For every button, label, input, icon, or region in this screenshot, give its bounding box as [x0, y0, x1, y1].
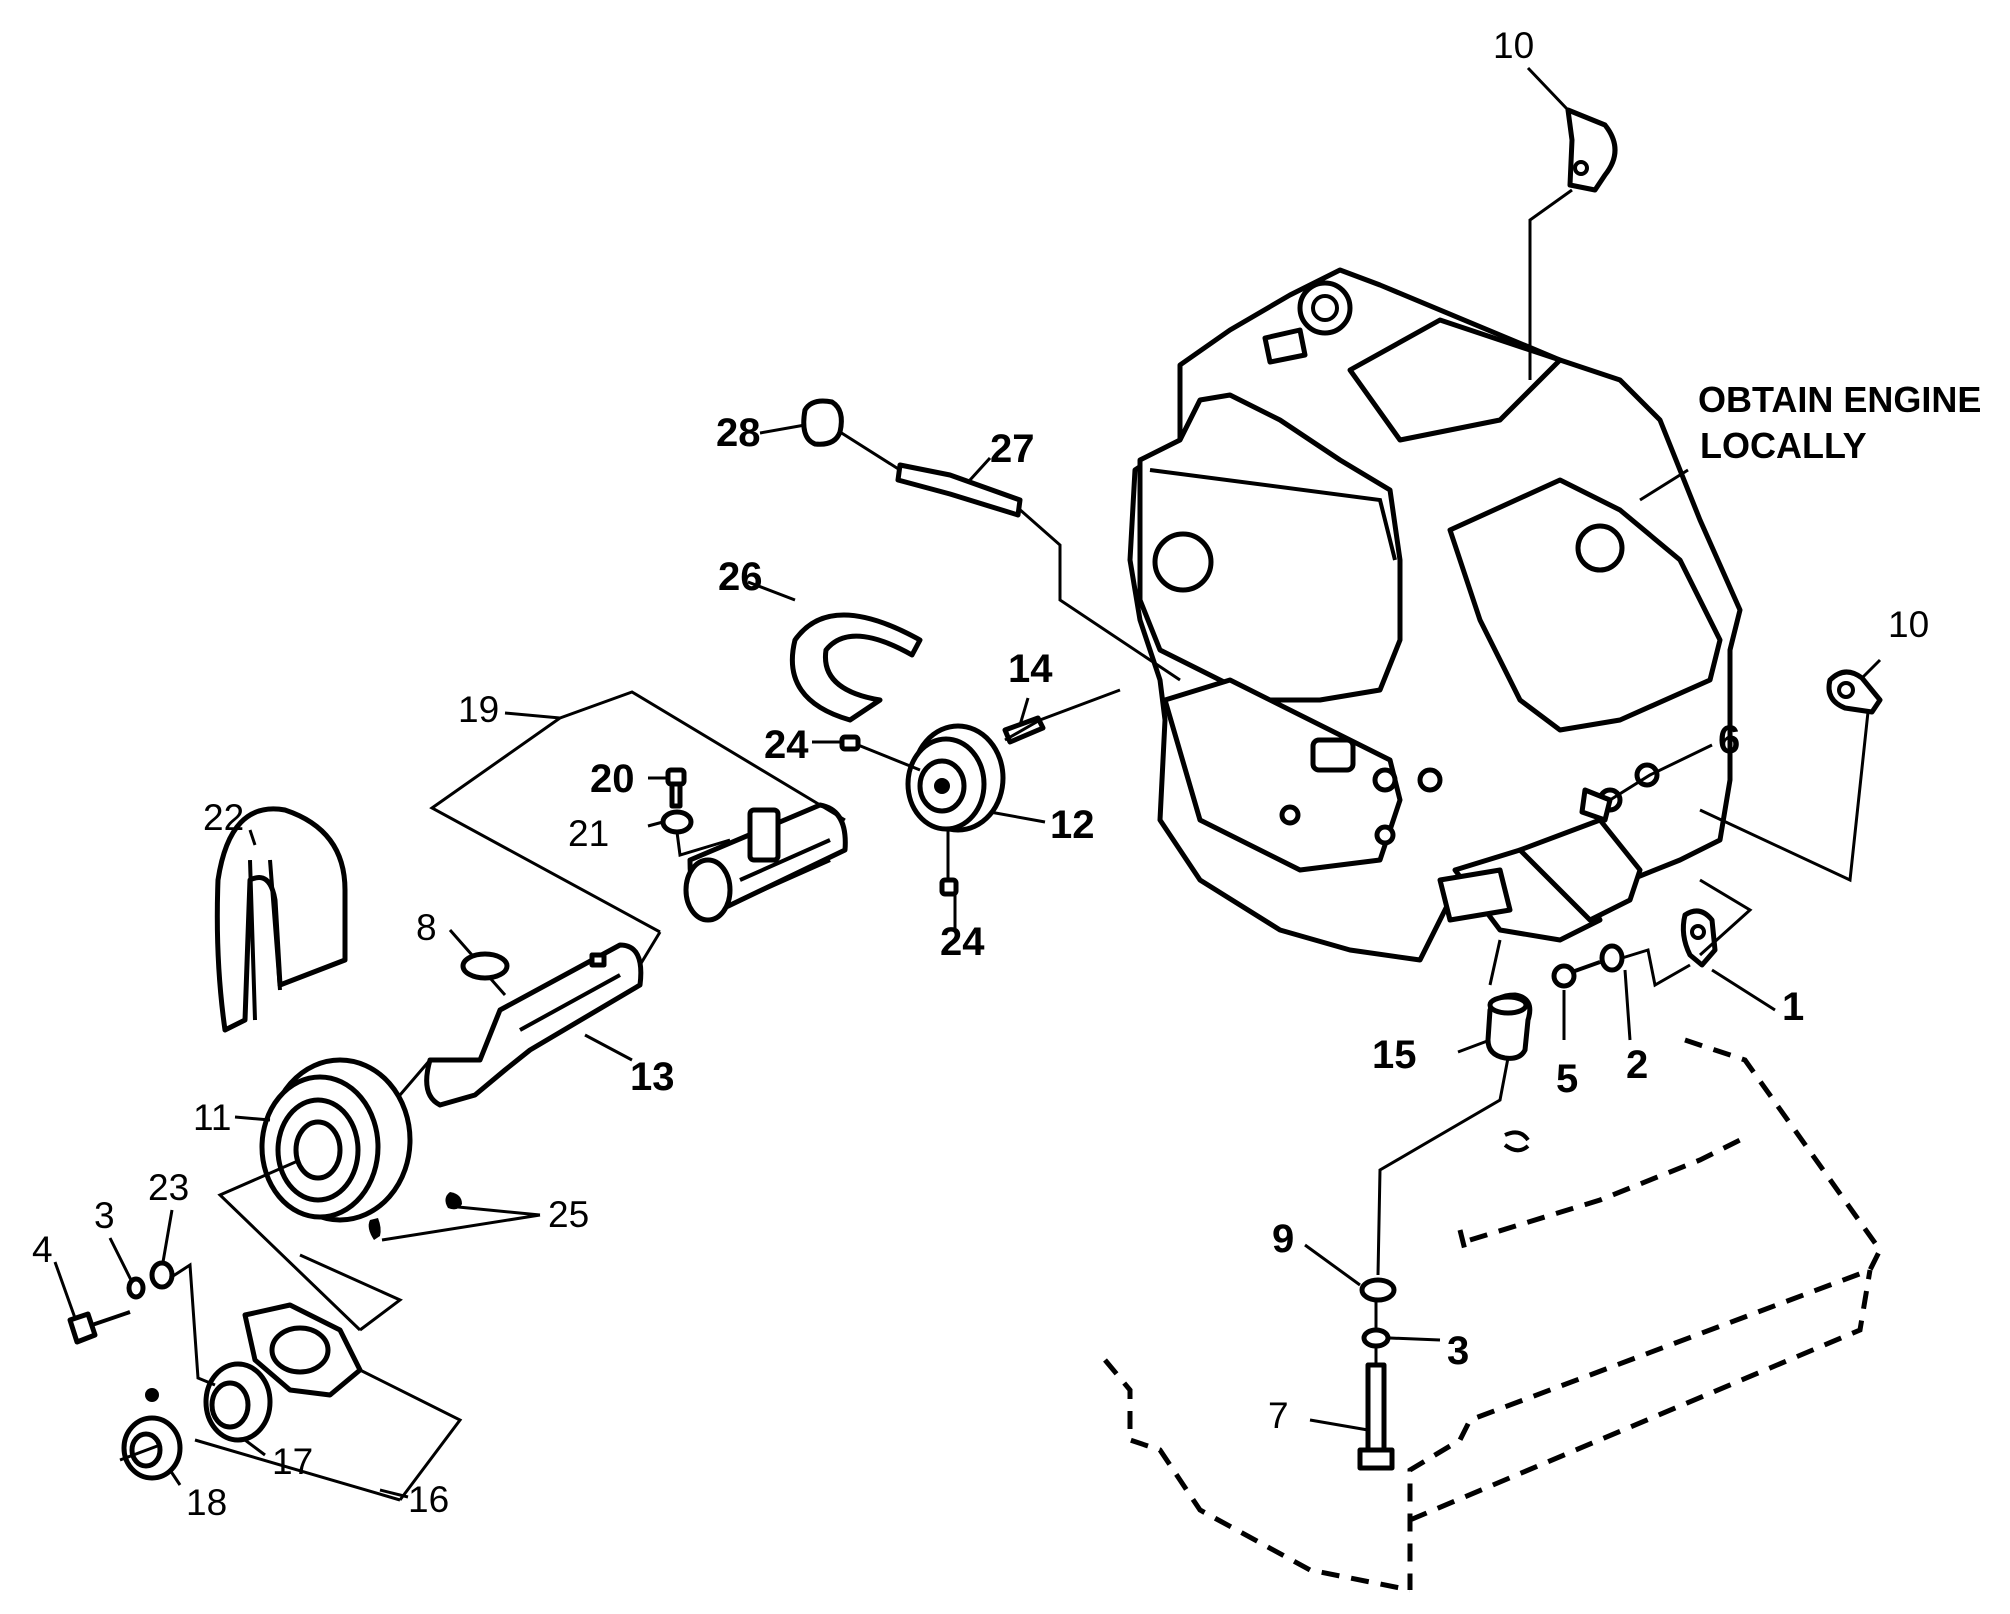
callout-18: 18: [186, 1482, 227, 1523]
callout-21: 21: [568, 813, 609, 854]
callout-8: 8: [416, 907, 437, 948]
part-7-bolt: [1357, 1362, 1395, 1471]
callout-3-lower: 3: [1447, 1329, 1469, 1373]
part-10-clamp-top: [1565, 107, 1618, 193]
engine: [1127, 267, 1743, 963]
part-26-u-bolt: [789, 612, 923, 723]
part-21-washer: [660, 809, 694, 835]
callout-14: 14: [1008, 647, 1053, 691]
callout-12: 12: [1050, 803, 1095, 847]
part-9-washer: [1359, 1277, 1397, 1303]
callout-13: 13: [630, 1055, 675, 1099]
part-18-collar: [121, 1388, 183, 1481]
callout-9: 9: [1272, 1217, 1294, 1261]
part-19-coupling: [683, 802, 848, 923]
part-13-jackshaft: [424, 942, 644, 1108]
callout-27: 27: [990, 427, 1035, 471]
part-24-set-screw-lower: [939, 877, 959, 897]
callout-6: 6: [1718, 718, 1740, 762]
part-17-bearing: [203, 1361, 273, 1443]
callout-23: 23: [148, 1167, 189, 1208]
part-12-pulley: [905, 723, 1006, 833]
part-8-key: [460, 951, 510, 981]
part-20-screw: [665, 767, 687, 809]
callout-1: 1: [1782, 985, 1804, 1029]
part-27-throttle-cable: [839, 430, 1181, 682]
callouts: 10 10 6 1 2 5 15 9 3 7 28 27 26 14 24 12…: [32, 25, 1929, 1523]
part-2-lock-washer: [1599, 943, 1625, 973]
callout-15: 15: [1372, 1033, 1417, 1077]
callout-10-right: 10: [1888, 604, 1929, 645]
callout-16: 16: [408, 1479, 449, 1520]
callout-24-upper: 24: [764, 723, 809, 767]
part-11-pulley: [259, 1057, 413, 1223]
base-plate-outline: [1103, 1037, 1883, 1593]
callout-20: 20: [590, 757, 635, 801]
part-1-clamp: [1680, 908, 1718, 968]
part-22-belt: [214, 806, 348, 1033]
callout-26: 26: [718, 555, 763, 599]
callout-17: 17: [272, 1441, 313, 1482]
part-15-isolator: [1485, 992, 1533, 1061]
callout-7: 7: [1268, 1395, 1289, 1436]
part-24-set-screw-upper: [839, 734, 861, 752]
callout-28: 28: [716, 411, 761, 455]
engine-note-line-2: LOCALLY: [1700, 425, 1867, 466]
part-16-bearing-assembly: [242, 1302, 363, 1398]
engine-note-line-1: OBTAIN ENGINE: [1698, 379, 1981, 420]
callout-11: 11: [193, 1097, 231, 1138]
callout-25: 25: [548, 1194, 589, 1235]
leader-lines: [53, 66, 1882, 1502]
callout-5: 5: [1556, 1057, 1578, 1101]
part-3-lock-washer-left: [126, 1276, 146, 1300]
part-10-clamp-right: [1826, 669, 1883, 715]
part-28-knob: [801, 398, 844, 447]
callout-3-left: 3: [94, 1195, 115, 1236]
part-23-washer: [149, 1260, 175, 1290]
part-6-bolt: [1579, 787, 1613, 823]
callout-2: 2: [1626, 1043, 1648, 1087]
part-3-lock-washer-lower: [1361, 1327, 1391, 1349]
callout-4: 4: [32, 1229, 53, 1270]
part-4-bolt: [67, 1310, 131, 1345]
callout-19: 19: [458, 689, 499, 730]
callout-24-lower: 24: [940, 920, 985, 964]
callout-10-top: 10: [1493, 25, 1534, 66]
callout-22: 22: [203, 797, 244, 838]
part-5-screw: [1551, 960, 1601, 989]
